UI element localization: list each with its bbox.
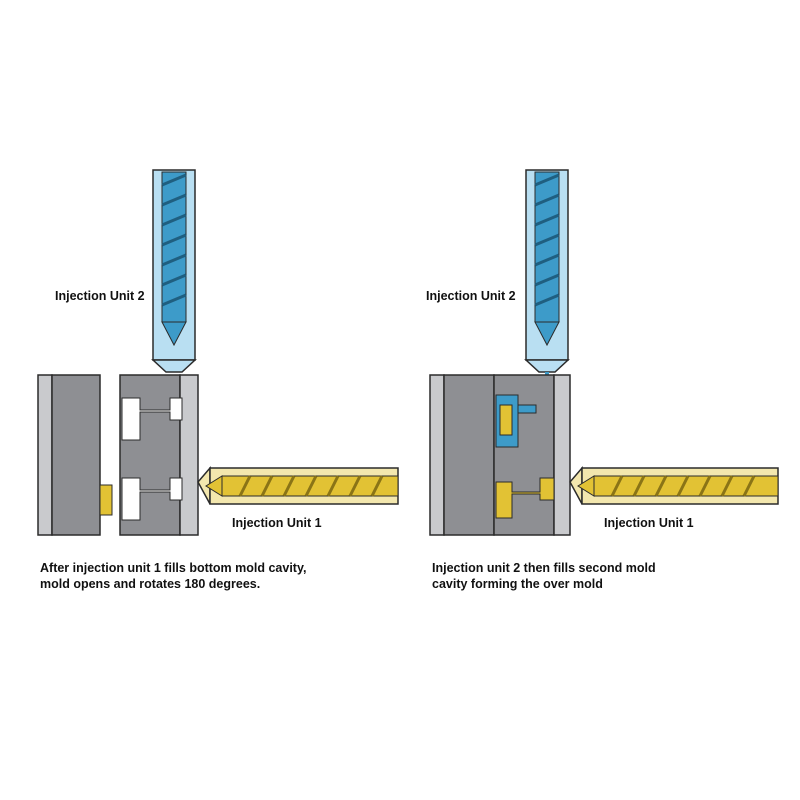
- left-injection-unit-1-label: Injection Unit 1: [232, 516, 322, 530]
- left-injection-unit-2-label: Injection Unit 2: [55, 289, 145, 303]
- injection-unit-1-barrel: [569, 465, 779, 505]
- moving-mold-half: [119, 374, 199, 536]
- left-caption-line-1: After injection unit 1 fills bottom mold…: [40, 561, 307, 575]
- left-mold-platen: [37, 374, 113, 536]
- injection-unit-2-barrel: [524, 169, 570, 412]
- stationary-mold: [429, 374, 571, 536]
- right-injection-unit-1-label: Injection Unit 1: [604, 516, 694, 530]
- right-caption-line-2: cavity forming the over mold: [432, 577, 603, 591]
- left-caption-line-2: mold opens and rotates 180 degrees.: [40, 577, 261, 591]
- right-injection-unit-2-label: Injection Unit 2: [426, 289, 516, 303]
- right-panel-diagram: [429, 169, 779, 536]
- right-caption-line-1: Injection unit 2 then fills second mold: [432, 561, 656, 575]
- injection-unit-2-barrel: [151, 169, 197, 373]
- injection-unit-1-barrel: [197, 465, 399, 505]
- left-panel-diagram: [37, 169, 399, 536]
